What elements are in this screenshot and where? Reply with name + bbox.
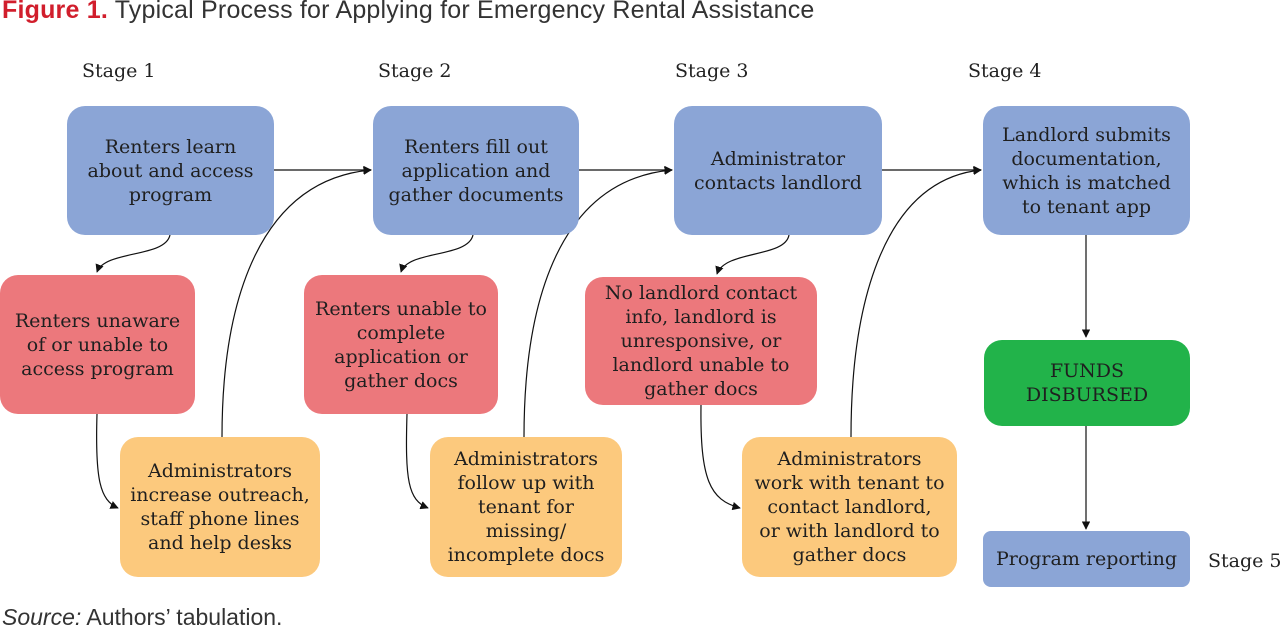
stage-4-label: Stage 4 (968, 60, 1042, 82)
node-admins-followup-text: Administrators follow up with tenant for… (447, 448, 605, 566)
arrow-fill-to-unable (399, 234, 474, 273)
node-renters-fill-text: Renters fill out application and gather … (388, 135, 564, 206)
figure-label: Figure 1. (2, 0, 108, 24)
node-admins-work-text: Administrators work with tenant to conta… (754, 448, 945, 566)
node-renters-unaware: Renters unaware of or unable to access p… (0, 275, 195, 414)
arrow-learn-to-unaware (95, 234, 171, 273)
source-label: Source: (2, 604, 82, 630)
source-text: Authors’ tabulation. (81, 604, 283, 630)
arrow-unable-to-followup (405, 413, 429, 510)
node-no-landlord: No landlord contact info, landlord is un… (585, 277, 817, 405)
stage-5-label: Stage 5 (1208, 550, 1280, 572)
source-note: Source: Authors’ tabulation. (2, 604, 282, 631)
figure-title: Figure 1. Typical Process for Applying f… (2, 0, 815, 25)
node-landlord-submits-text: Landlord submits documentation, which is… (1002, 123, 1171, 218)
node-renters-unaware-text: Renters unaware of or unable to access p… (14, 309, 181, 380)
node-admins-followup: Administrators follow up with tenant for… (430, 437, 622, 577)
stage-2-label: Stage 2 (378, 60, 452, 82)
stage-3-label: Stage 3 (675, 60, 749, 82)
arrow-outreach-to-stage2 (221, 166, 372, 438)
arrow-followup-to-stage3 (523, 166, 673, 438)
arrow-unaware-to-outreach (96, 413, 119, 509)
node-admin-contacts: Administrator contacts landlord (674, 106, 882, 235)
node-renters-learn: Renters learn about and access program (67, 106, 274, 235)
node-renters-fill: Renters fill out application and gather … (373, 106, 579, 235)
node-renters-unable: Renters unable to complete application o… (304, 275, 498, 414)
node-program-reporting: Program reporting (983, 531, 1190, 587)
node-admins-outreach-text: Administrators increase outreach, staff … (130, 460, 310, 554)
node-admins-outreach: Administrators increase outreach, staff … (120, 437, 320, 577)
node-no-landlord-text: No landlord contact info, landlord is un… (604, 282, 798, 400)
stage-1-label: Stage 1 (82, 60, 156, 82)
node-funds-disbursed: FUNDS DISBURSED (984, 340, 1190, 426)
node-program-reporting-text: Program reporting (995, 548, 1178, 570)
node-renters-unable-text: Renters unable to complete application o… (315, 297, 487, 392)
arrow-work-to-stage4 (850, 166, 982, 438)
node-landlord-submits: Landlord submits documentation, which is… (983, 106, 1190, 235)
node-admins-work: Administrators work with tenant to conta… (742, 437, 957, 577)
arrow-contact-to-nolandlord (715, 234, 790, 275)
node-renters-learn-text: Renters learn about and access program (87, 135, 254, 206)
figure-title-text: Typical Process for Applying for Emergen… (114, 0, 815, 24)
node-admin-contacts-text: Administrator contacts landlord (694, 147, 862, 194)
node-funds-disbursed-text: FUNDS DISBURSED (1025, 360, 1149, 406)
arrow-nolandlord-to-work (700, 404, 741, 511)
